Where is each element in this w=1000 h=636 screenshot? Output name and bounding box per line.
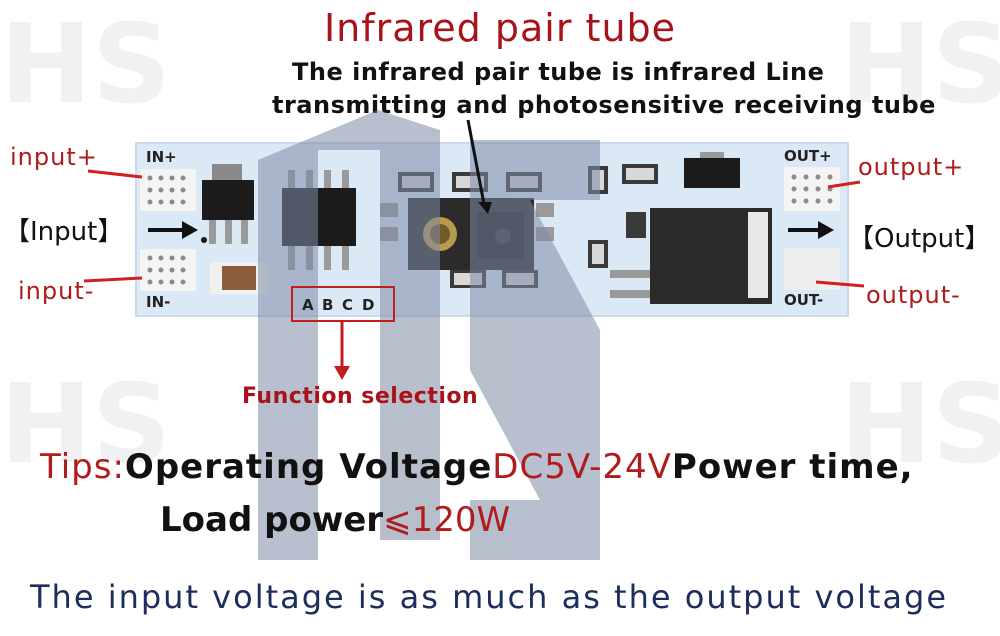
footer-note: The input voltage is as much as the outp…	[30, 578, 949, 616]
tips-prefix: Tips:	[40, 447, 125, 487]
watermark-logo	[258, 110, 600, 560]
tips-line-2: Load power⩽120W	[160, 500, 510, 540]
input-plus-label: input+	[10, 143, 98, 171]
out-minus-silk: OUT-	[784, 291, 824, 309]
pad-d: D	[362, 296, 375, 314]
output-arrow-icon	[788, 221, 834, 239]
output-plus-header	[784, 167, 840, 211]
tips-load: Load power	[160, 500, 384, 540]
regulator-chip	[202, 164, 254, 244]
description-line-1: The infrared pair tube is infrared Line	[292, 58, 825, 86]
mosfet-chip	[610, 208, 772, 304]
pad-b: B	[322, 296, 334, 314]
tips-voltage: DC5V-24V	[492, 447, 672, 487]
title: Infrared pair tube	[323, 6, 677, 50]
tube-pointer-line	[466, 119, 486, 205]
function-arrow-head	[334, 366, 350, 380]
tips-text-2: Power time,	[671, 447, 914, 487]
output-minus-label: output-	[866, 281, 961, 309]
in-plus-silk: IN+	[146, 148, 177, 166]
tips-line-1: Tips:Operating VoltageDC5V-24VPower time…	[40, 447, 914, 487]
output-plus-label: output+	[858, 153, 965, 181]
input-label: 【Input】	[4, 217, 124, 247]
in-minus-silk: IN-	[146, 293, 171, 311]
function-selection-label: Function selection	[242, 384, 479, 409]
pad-a: A	[302, 296, 314, 314]
input-plus-header	[140, 169, 196, 211]
input-minus-label: input-	[18, 277, 95, 305]
tips-text-1: Operating Voltage	[124, 447, 493, 487]
input-arrow-icon	[148, 221, 198, 239]
diode	[684, 158, 740, 188]
output-label: 【Output】	[848, 224, 991, 254]
out-plus-silk: OUT+	[784, 147, 832, 165]
tips-power: ⩽120W	[383, 500, 511, 540]
pad-c: C	[342, 296, 354, 314]
input-minus-header	[140, 249, 196, 291]
